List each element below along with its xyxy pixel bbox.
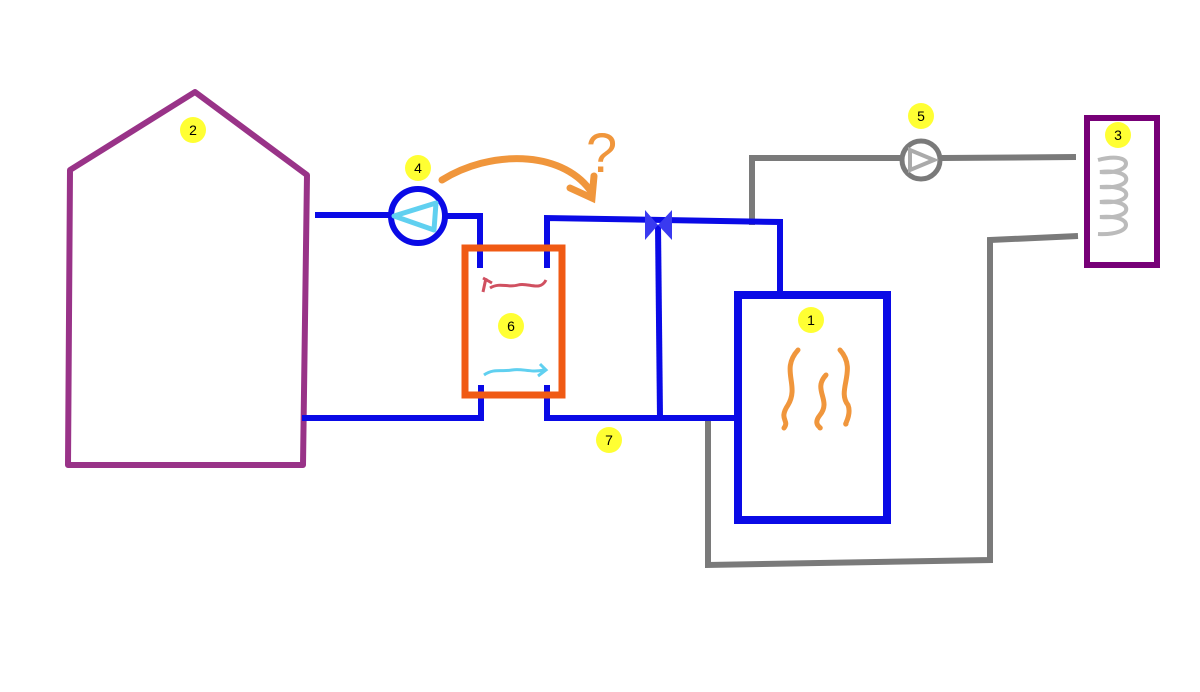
svg-text:7: 7 <box>605 432 613 448</box>
label-pump-secondary: 5 <box>908 103 934 129</box>
label-storage-tank: 3 <box>1105 122 1131 148</box>
hot-flow-arrow <box>481 276 548 293</box>
svg-text:1: 1 <box>807 312 815 328</box>
secondary-circuit <box>705 154 1079 569</box>
label-boiler: 1 <box>798 307 824 333</box>
heat-waves-icon <box>781 347 852 431</box>
svg-text:4: 4 <box>414 160 422 176</box>
house-outline <box>65 89 310 468</box>
svg-text:6: 6 <box>507 318 515 334</box>
tank-coil <box>1097 155 1129 237</box>
label-heat-exchanger: 6 <box>498 313 524 339</box>
label-pump-primary: 4 <box>405 155 431 181</box>
valve <box>645 210 672 240</box>
label-house: 2 <box>180 117 206 143</box>
svg-text:3: 3 <box>1114 127 1122 143</box>
annotation-arrow <box>438 155 598 204</box>
pump-secondary <box>899 138 943 182</box>
question-mark: ? <box>586 121 617 184</box>
heat-exchanger <box>461 244 566 399</box>
svg-text:5: 5 <box>917 108 925 124</box>
cold-flow-arrow <box>483 362 549 378</box>
svg-text:2: 2 <box>189 122 197 138</box>
label-pipe-section: 7 <box>596 427 622 453</box>
pump-primary <box>388 186 448 246</box>
